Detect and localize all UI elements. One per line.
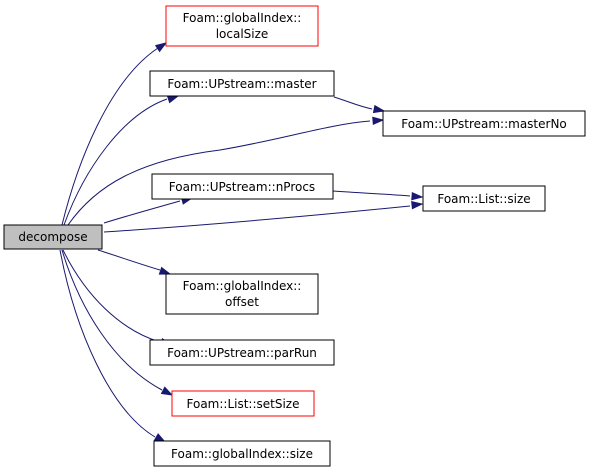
edge-line-nprocs-to-listsize — [332, 190, 411, 197]
edge-line-master-to-masterno — [333, 96, 373, 110]
node-listsize-label: Foam::List::size — [437, 192, 530, 206]
node-masterno[interactable]: Foam::UPstream::masterNo — [382, 110, 586, 137]
edge-line-decompose-to-localsize — [61, 47, 159, 226]
edge-arrowhead-nprocs-to-listsize — [411, 191, 424, 201]
node-offset-label-line1: Foam::globalIndex:: — [183, 279, 302, 293]
node-gisize-label: Foam::globalIndex::size — [171, 447, 313, 461]
edge-line-decompose-to-setsize — [61, 249, 163, 391]
edge-line-decompose-to-parrun — [62, 249, 161, 343]
edge-line-decompose-to-nprocs — [103, 200, 181, 224]
edge-arrowhead-decompose-to-listsize — [411, 200, 424, 210]
node-setsize-label: Foam::List::setSize — [187, 397, 300, 411]
node-parrun[interactable]: Foam::UPstream::parRun — [149, 339, 335, 366]
edge-arrowhead-decompose-to-offset — [158, 266, 172, 275]
edges-layer — [59, 42, 424, 443]
node-localsize-label-line2: localSize — [216, 27, 269, 41]
edge-decompose-to-setsize — [61, 249, 174, 396]
edge-master-to-masterno — [333, 96, 386, 114]
node-localsize[interactable]: Foam::globalIndex:: localSize — [165, 5, 319, 47]
node-parrun-label: Foam::UPstream::parRun — [167, 346, 317, 360]
node-decompose[interactable]: decompose — [3, 224, 103, 250]
edge-arrowhead-decompose-to-masterno — [372, 116, 385, 125]
edge-line-decompose-to-masterno — [67, 120, 371, 226]
edge-line-decompose-to-master — [63, 98, 168, 226]
node-offset[interactable]: Foam::globalIndex:: offset — [165, 273, 319, 315]
node-master[interactable]: Foam::UPstream::master — [149, 70, 335, 97]
edge-arrowhead-master-to-masterno — [372, 104, 386, 114]
edge-line-decompose-to-listsize — [103, 205, 411, 233]
edge-decompose-to-offset — [97, 249, 172, 275]
node-offset-label-line2: offset — [225, 295, 259, 309]
node-listsize[interactable]: Foam::List::size — [422, 185, 546, 212]
edge-decompose-to-master — [63, 95, 180, 226]
nodes-layer: decompose Foam::globalIndex:: localSize … — [3, 5, 586, 467]
node-localsize-label-line1: Foam::globalIndex:: — [183, 11, 302, 25]
edge-arrowhead-decompose-to-setsize — [160, 386, 174, 396]
edge-decompose-to-listsize — [103, 200, 424, 233]
node-nprocs[interactable]: Foam::UPstream::nProcs — [151, 173, 334, 200]
node-setsize[interactable]: Foam::List::setSize — [171, 390, 315, 417]
node-master-label: Foam::UPstream::master — [167, 77, 316, 91]
edge-decompose-to-masterno — [67, 116, 385, 226]
edge-decompose-to-gisize — [59, 249, 167, 443]
node-nprocs-label: Foam::UPstream::nProcs — [169, 180, 315, 194]
edge-arrowhead-decompose-to-master — [166, 95, 180, 104]
node-decompose-label: decompose — [18, 230, 87, 244]
edge-line-decompose-to-offset — [97, 249, 161, 271]
edge-decompose-to-localsize — [61, 42, 168, 226]
node-gisize[interactable]: Foam::globalIndex::size — [153, 440, 331, 467]
node-masterno-label: Foam::UPstream::masterNo — [401, 117, 567, 131]
edge-decompose-to-nprocs — [103, 196, 194, 224]
edge-arrowhead-decompose-to-localsize — [154, 42, 168, 53]
edge-decompose-to-parrun — [62, 249, 173, 347]
edge-nprocs-to-listsize — [332, 190, 424, 201]
edge-line-decompose-to-gisize — [59, 249, 156, 438]
